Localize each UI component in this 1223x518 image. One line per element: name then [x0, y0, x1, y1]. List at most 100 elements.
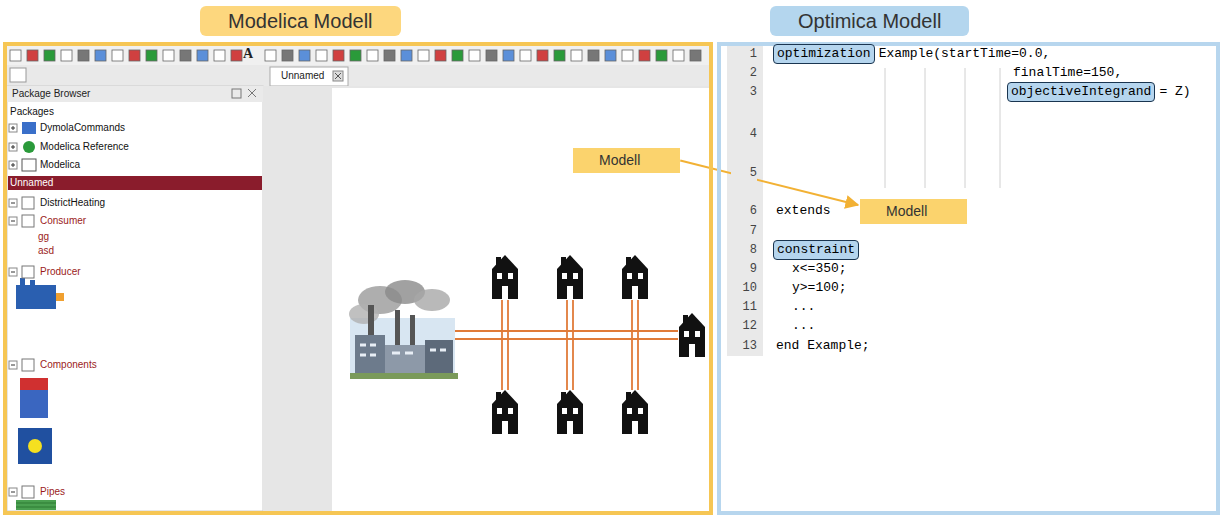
toolbar-icon — [418, 50, 429, 61]
factory-picture — [410, 315, 415, 346]
line-number: 3 — [731, 84, 757, 100]
panel-title: Modelica Modell — [200, 6, 401, 36]
node-text: optimization — [777, 46, 871, 62]
house-symbol — [492, 255, 518, 299]
factory-picture — [350, 318, 455, 378]
tree-expander — [9, 161, 17, 169]
toolbar-icon — [656, 50, 667, 61]
code-editor — [722, 46, 1216, 511]
keyword-box: objectiveIntegrand — [1007, 82, 1155, 102]
house-symbol — [557, 255, 583, 299]
editor-window — [232, 89, 241, 98]
toolbar-icon — [44, 50, 55, 61]
toolbar-icon — [673, 50, 684, 61]
model-arrow — [680, 161, 858, 206]
tree-item: DistrictHeating — [40, 197, 105, 209]
factory-picture — [425, 340, 453, 375]
toolbar-icon — [367, 50, 378, 61]
tree-item: Producer — [40, 266, 81, 278]
code-text: finalTime=150, — [1012, 65, 1123, 81]
factory-picture — [360, 345, 446, 355]
line-number: 11 — [731, 299, 757, 315]
tab-title: Unnamed — [281, 70, 324, 82]
line-number: 6 — [731, 203, 757, 219]
editor-window — [335, 73, 341, 79]
district-pipes — [507, 300, 509, 390]
pane-title: Package Browser — [12, 88, 90, 100]
editor-window — [7, 46, 709, 65]
editor-window — [7, 86, 263, 102]
district-pipes — [572, 300, 574, 390]
toolbar-icon — [571, 50, 582, 61]
tree-expander — [9, 361, 17, 369]
package-icons — [16, 285, 56, 309]
toolbar-icon — [95, 50, 106, 61]
node-text: Modell — [886, 203, 927, 220]
tree-expander — [11, 163, 15, 167]
factory-picture — [349, 280, 458, 379]
editor-window — [10, 68, 26, 82]
package-checkbox — [22, 197, 34, 209]
tree-expander — [11, 365, 15, 366]
tree-item: Unnamed — [10, 177, 53, 189]
toolbar-icon — [146, 50, 157, 61]
node-text: constraint — [777, 242, 855, 258]
code-text: ... — [791, 299, 816, 315]
model-panel: Modelica ModellModell — [3, 42, 713, 515]
toolbar-icon — [282, 50, 293, 61]
house-symbol — [492, 390, 518, 434]
tree-expander — [11, 145, 15, 149]
toolbar-icon — [112, 50, 123, 61]
editor-window — [263, 86, 711, 511]
toolbar-icon — [316, 50, 327, 61]
toolbar-icon — [639, 50, 650, 61]
tree-item: gg — [38, 231, 49, 243]
package-icons — [18, 428, 52, 464]
package-icons — [20, 378, 48, 390]
factory-picture — [385, 345, 425, 375]
package-icons — [16, 503, 56, 507]
house-symbol — [557, 390, 583, 434]
toolbar-icon — [401, 50, 412, 61]
toolbar-icon — [537, 50, 548, 61]
code-text: = Z) — [1158, 84, 1191, 100]
package-checkbox — [22, 266, 34, 278]
editor-window — [7, 65, 709, 86]
tree-expander — [11, 126, 15, 130]
toolbar-icon — [520, 50, 531, 61]
toolbar-icon — [333, 50, 344, 61]
line-number: 10 — [731, 280, 757, 296]
line-number: 9 — [731, 261, 757, 277]
toolbar-icon — [622, 50, 633, 61]
editor-window — [333, 71, 343, 81]
line-number: 8 — [731, 242, 757, 258]
model-tag: Modell — [573, 148, 680, 173]
toolbar-icon — [180, 50, 191, 61]
house-symbol — [679, 313, 705, 357]
model-tag: Modell — [860, 199, 967, 224]
code-text: ... — [791, 318, 816, 334]
toolbar-icon — [605, 50, 616, 61]
tool-icon-letter: A — [243, 46, 253, 62]
code-text: y>=100; — [791, 280, 848, 296]
toolbar-icon — [10, 50, 21, 61]
tree-expander — [9, 124, 17, 132]
line-number: 7 — [731, 223, 757, 239]
tree-expander — [9, 488, 17, 496]
tree-expander — [9, 143, 17, 151]
tree-expander — [9, 217, 17, 225]
line-number: 1 — [731, 46, 757, 62]
tree-expander — [9, 268, 17, 276]
code-editor — [727, 46, 763, 356]
package-icons — [56, 293, 64, 301]
district-pipes — [501, 300, 503, 390]
tree-expander — [9, 199, 17, 207]
district-pipes — [455, 300, 678, 390]
editor-window — [270, 67, 348, 86]
package-icons — [22, 159, 36, 171]
tree-expander — [11, 203, 15, 204]
toolbar-icon — [690, 50, 701, 61]
toolbar-icons — [10, 50, 701, 61]
factory-picture — [414, 289, 450, 311]
